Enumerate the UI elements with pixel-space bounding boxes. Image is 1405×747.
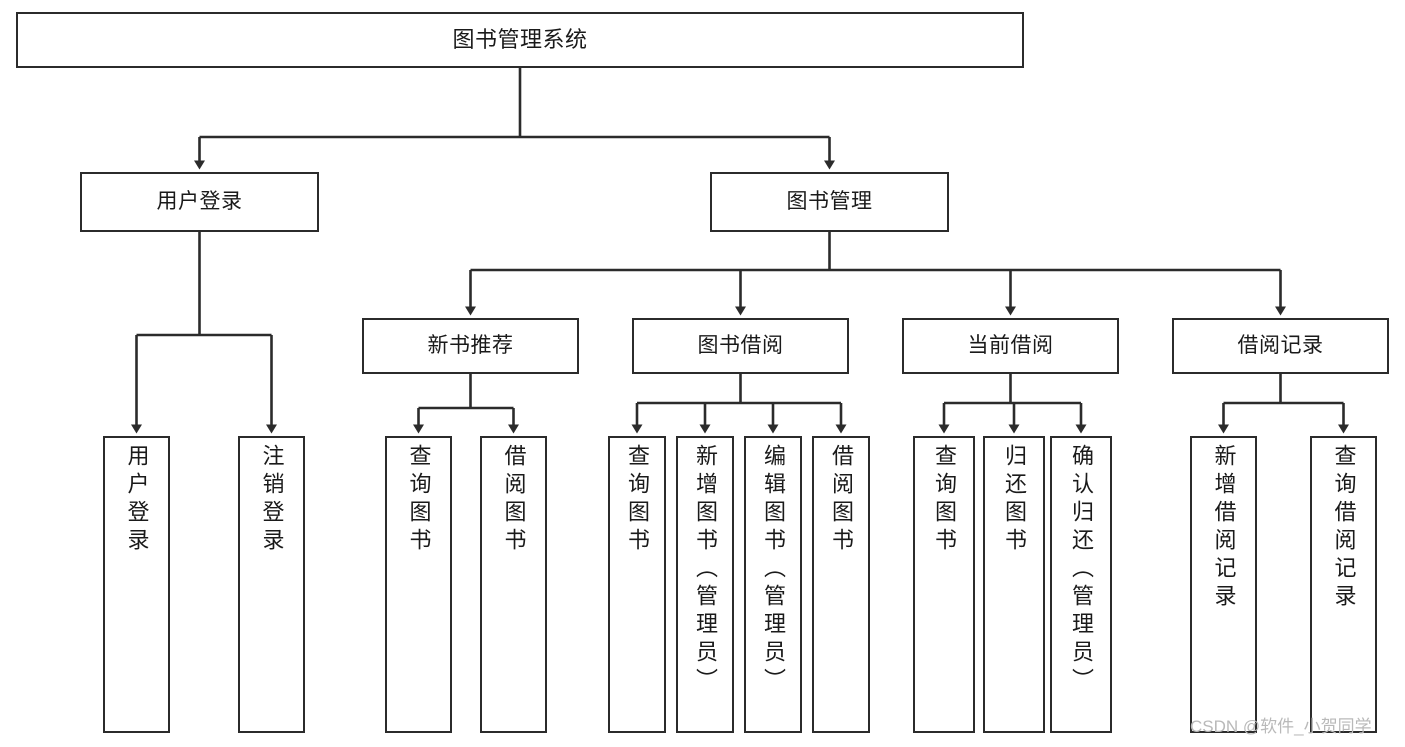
node-l2-user[interactable]: 用户登录 (80, 172, 319, 232)
node-leaf-new-query[interactable]: 查询图书 (385, 436, 452, 733)
node-leaf-c-return[interactable]: 归还图书 (983, 436, 1045, 733)
node-leaf-b-borrow[interactable]: 借阅图书 (812, 436, 870, 733)
node-l3-new[interactable]: 新书推荐 (362, 318, 579, 374)
node-label: 新增借阅记录 (1211, 444, 1237, 612)
node-label: 借阅图书 (501, 444, 527, 556)
node-l2-book[interactable]: 图书管理 (710, 172, 949, 232)
node-label: 新书推荐 (427, 333, 514, 357)
node-label: 用户登录 (156, 189, 243, 213)
node-label: 归还图书 (1002, 444, 1027, 556)
node-leaf-user-logout[interactable]: 注销登录 (238, 436, 305, 733)
node-leaf-r-query[interactable]: 查询借阅记录 (1310, 436, 1377, 733)
node-leaf-c-query[interactable]: 查询图书 (913, 436, 975, 733)
node-label: 当前借阅 (967, 333, 1054, 357)
node-label: 查询图书 (932, 444, 957, 556)
node-label: 图书管理系统 (452, 27, 588, 53)
node-leaf-b-query[interactable]: 查询图书 (608, 436, 666, 733)
node-leaf-b-add[interactable]: 新增图书（管理员） (676, 436, 734, 733)
node-l3-record[interactable]: 借阅记录 (1172, 318, 1389, 374)
node-label: 图书借阅 (697, 333, 784, 357)
node-leaf-b-edit[interactable]: 编辑图书（管理员） (744, 436, 802, 733)
node-label: 用户登录 (124, 444, 150, 556)
node-label: 编辑图书（管理员） (761, 444, 786, 696)
node-leaf-r-add[interactable]: 新增借阅记录 (1190, 436, 1257, 733)
node-label: 新增图书（管理员） (693, 444, 718, 696)
node-label: 借阅图书 (829, 444, 854, 556)
node-l3-current[interactable]: 当前借阅 (902, 318, 1119, 374)
node-label: 图书管理 (786, 189, 873, 213)
node-label: 借阅记录 (1237, 333, 1324, 357)
node-label: 查询图书 (625, 444, 650, 556)
node-label: 确认归还（管理员） (1069, 444, 1094, 696)
node-label: 查询图书 (406, 444, 432, 556)
node-root[interactable]: 图书管理系统 (16, 12, 1024, 68)
node-label: 查询借阅记录 (1331, 444, 1357, 612)
node-l3-borrow[interactable]: 图书借阅 (632, 318, 849, 374)
node-label: 注销登录 (259, 444, 285, 556)
node-leaf-c-confirm[interactable]: 确认归还（管理员） (1050, 436, 1112, 733)
node-leaf-new-borrow[interactable]: 借阅图书 (480, 436, 547, 733)
node-leaf-user-login[interactable]: 用户登录 (103, 436, 170, 733)
